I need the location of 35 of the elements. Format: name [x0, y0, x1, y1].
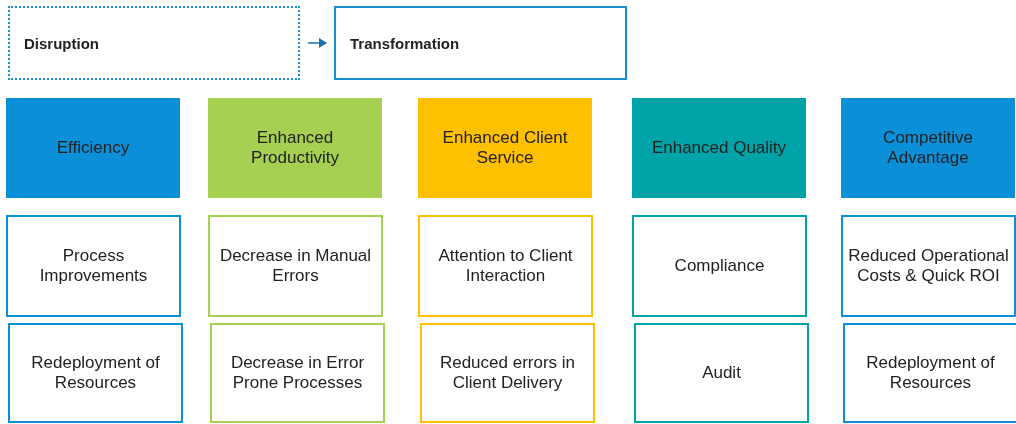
item-box: [8, 323, 183, 423]
item-text: Attention to Client Interaction: [437, 246, 574, 286]
item-text: Decrease in Manual Errors: [218, 246, 373, 286]
item-text: Reduced errors in Client Delivery: [438, 353, 577, 393]
item-text: Redeployment of Resources: [30, 353, 161, 393]
item-text: Reduced Operational Costs & Quick ROI: [847, 246, 1010, 286]
header-box: [841, 98, 1015, 198]
item-box: [208, 215, 383, 317]
header-text: Efficiency: [56, 138, 130, 158]
item-box: [6, 215, 181, 317]
item-box: [418, 215, 593, 317]
arrow: [307, 38, 327, 48]
item-box: [210, 323, 385, 423]
header-box: [6, 98, 180, 198]
header-text: Competitive Advantage: [882, 128, 974, 168]
header-box: [418, 98, 592, 198]
header-text: Enhanced Quality: [651, 138, 787, 158]
header-text: Enhanced Productivity: [250, 128, 340, 168]
item-box: [841, 215, 1016, 317]
item-text: Decrease in Error Prone Processes: [229, 353, 366, 393]
item-text: Redeployment of Resources: [865, 353, 996, 393]
stage-box: [8, 6, 300, 80]
item-text: Audit: [702, 363, 741, 383]
item-text: Compliance: [674, 256, 765, 276]
header-box: [208, 98, 382, 198]
header-box: [632, 98, 806, 198]
stage-label: Transformation: [350, 34, 460, 52]
item-box: [420, 323, 595, 423]
item-box: [632, 215, 807, 317]
header-text: Enhanced Client Service: [441, 128, 569, 168]
item-text: Process Improvements: [38, 246, 149, 286]
item-box: [634, 323, 809, 423]
stage-box: [334, 6, 627, 80]
stage-label: Disruption: [24, 34, 99, 52]
item-box: [843, 323, 1016, 423]
